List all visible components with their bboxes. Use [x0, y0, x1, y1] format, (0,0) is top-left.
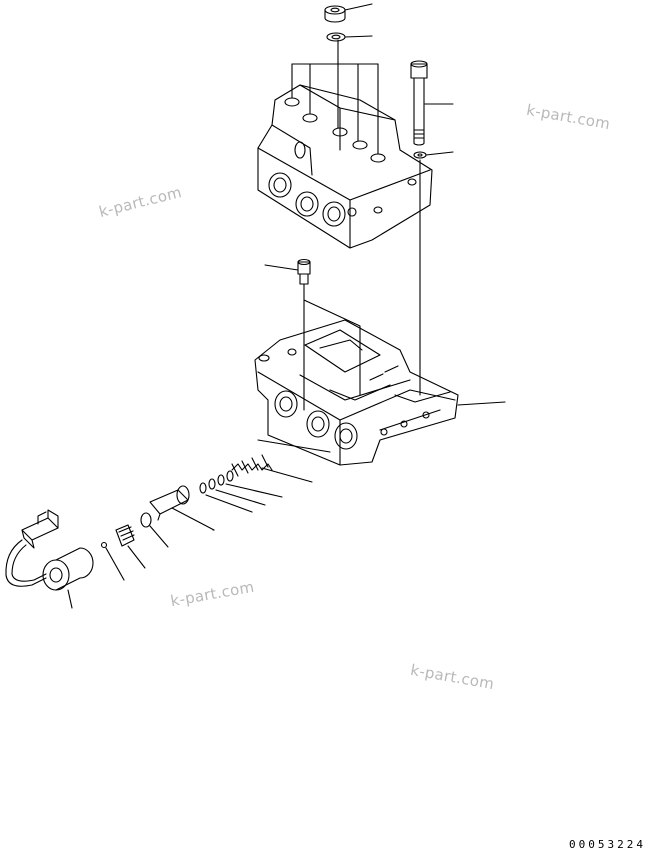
- upper-valve-block: [257, 84, 433, 249]
- upper-leader-lines: [291, 3, 454, 156]
- spool-part: [149, 485, 215, 531]
- solenoid-part: [42, 547, 94, 609]
- nut-part: [324, 5, 346, 23]
- lower-leader-lines: [257, 283, 506, 453]
- plug-part: [264, 258, 311, 285]
- sleeve-part: [115, 524, 146, 569]
- o-ring-part: [140, 512, 169, 548]
- pin-part: [100, 541, 125, 581]
- long-bolt: [410, 60, 428, 146]
- spring-part: [231, 454, 313, 483]
- washer-stack: [199, 470, 283, 513]
- lower-valve-body: [254, 319, 459, 466]
- harness-connector: [5, 509, 59, 587]
- washer-part: [326, 32, 346, 42]
- small-washer: [413, 151, 427, 159]
- drawing-code: 00053224: [569, 838, 646, 851]
